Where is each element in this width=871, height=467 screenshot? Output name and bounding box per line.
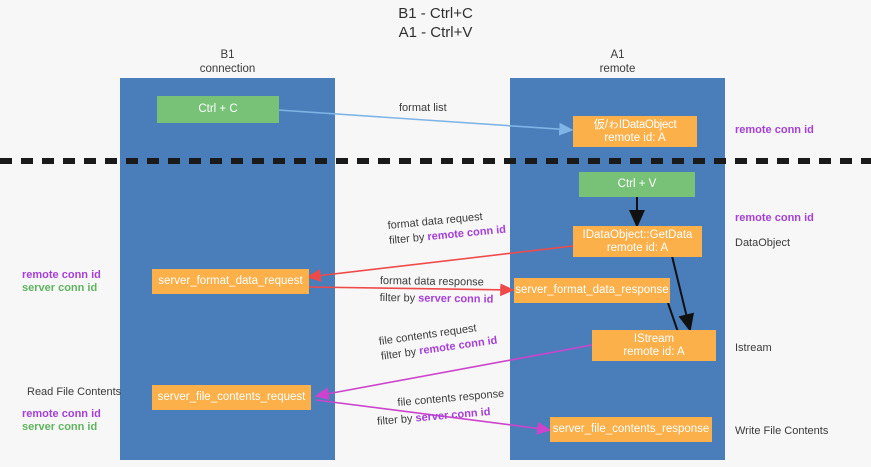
column-header-b1-name: B1 (220, 49, 235, 61)
side-label-dataobject-text: DataObject (735, 237, 791, 249)
side-label-left-remote-conn-id-2-text: remote conn id (22, 408, 101, 420)
node-getdata-label: IDataObject::GetData (582, 228, 693, 241)
side-label-write-file-contents-text: Write File Contents (735, 425, 829, 437)
edge-label-format-list: format list (399, 101, 447, 115)
node-idataobject-label: 仮/ゎIDataObject (593, 118, 677, 131)
title-line-1: B1 - Ctrl+C (398, 5, 473, 22)
node-idataobject-getdata[interactable]: IDataObject::GetData remote id: A (573, 226, 702, 257)
edge-label-format-data-response: format data response (380, 274, 494, 290)
side-label-left-server-conn-id-2: server conn id (22, 420, 97, 434)
side-label-istream-text: Istream (735, 342, 772, 354)
filter-by-text-2: filter by (379, 291, 419, 305)
node-getdata-sub: remote id: A (606, 241, 669, 254)
node-istream[interactable]: IStream remote id: A (592, 330, 716, 361)
node-server-file-contents-request-label: server_file_contents_request (157, 391, 306, 403)
side-label-left-server-conn-id-2-text: server conn id (22, 421, 98, 433)
node-idataobject[interactable]: 仮/ゎIDataObject remote id: A (573, 116, 697, 147)
filter-by-text-3: filter by (380, 345, 421, 363)
server-conn-id-token-2: server conn id (414, 406, 491, 425)
side-label-remote-conn-id-mid-text: remote conn id (735, 212, 814, 224)
edge-label-file-contents-response: file contents response (397, 386, 512, 410)
edge-label-format-data-request-group: format data request filter by remote con… (387, 208, 506, 247)
node-istream-sub: remote id: A (623, 345, 685, 358)
node-ctrl-c[interactable]: Ctrl + C (157, 96, 279, 123)
node-server-format-data-response[interactable]: server_format_data_response (514, 278, 670, 303)
filter-by-text-4: filter by (376, 412, 416, 428)
edge-label-format-data-response-group: format data response filter by server co… (380, 274, 494, 307)
edge-label-format-list-text: format list (399, 102, 447, 114)
edge-label-file-contents-request-group: file contents request filter by remote c… (378, 319, 498, 363)
column-header-a1-name: A1 (610, 49, 625, 61)
side-label-remote-conn-id-top: remote conn id (735, 123, 814, 137)
filter-by-text-1: filter by (388, 231, 429, 247)
node-server-format-data-response-label: server_format_data_response (515, 284, 669, 296)
side-label-left-server-conn-id: server conn id (22, 281, 97, 295)
title-line-2: A1 - Ctrl+V (398, 24, 473, 41)
column-header-b1-role: connection (199, 62, 256, 75)
node-ctrl-c-label: Ctrl + C (198, 103, 238, 115)
column-header-b1: B1 connection (120, 49, 335, 76)
node-server-format-data-request[interactable]: server_format_data_request (152, 269, 309, 294)
side-label-left-remote-conn-id-text: remote conn id (22, 269, 101, 281)
side-label-left-remote-conn-id: remote conn id (22, 268, 101, 282)
node-server-format-data-request-label: server_format_data_request (158, 275, 303, 287)
side-label-dataobject: DataObject (735, 236, 790, 250)
side-label-left-server-conn-id-text: server conn id (22, 282, 98, 294)
side-label-left-remote-conn-id-2: remote conn id (22, 407, 101, 421)
edge-label-format-data-response-text: format data response (379, 274, 484, 289)
side-label-read-file-contents-text: Read File Contents (27, 386, 122, 398)
column-header-a1-role: remote (599, 62, 636, 75)
side-label-remote-conn-id-top-text: remote conn id (735, 124, 814, 136)
node-idataobject-sub: remote id: A (604, 131, 666, 144)
node-ctrl-v[interactable]: Ctrl + V (579, 172, 695, 197)
edge-label-file-contents-response-filter: filter by server conn id (376, 405, 491, 429)
edge-label-format-data-response-filter: filter by server conn id (380, 291, 494, 307)
page-title: B1 - Ctrl+C A1 - Ctrl+V (0, 4, 871, 42)
node-server-file-contents-response[interactable]: server_file_contents_response (550, 417, 712, 442)
node-server-file-contents-response-label: server_file_contents_response (552, 423, 710, 435)
node-server-file-contents-request[interactable]: server_file_contents_request (152, 385, 311, 410)
column-header-a1: A1 remote (510, 49, 725, 76)
side-label-remote-conn-id-mid: remote conn id (735, 211, 814, 225)
edge-label-file-contents-response-group: file contents response filter by server … (375, 388, 505, 429)
side-label-istream: Istream (735, 341, 772, 355)
side-label-write-file-contents: Write File Contents (735, 424, 828, 438)
side-label-read-file-contents: Read File Contents (27, 385, 121, 399)
node-istream-label: IStream (633, 332, 675, 345)
node-ctrl-v-label: Ctrl + V (617, 178, 657, 190)
server-conn-id-token-1: server conn id (418, 292, 494, 306)
